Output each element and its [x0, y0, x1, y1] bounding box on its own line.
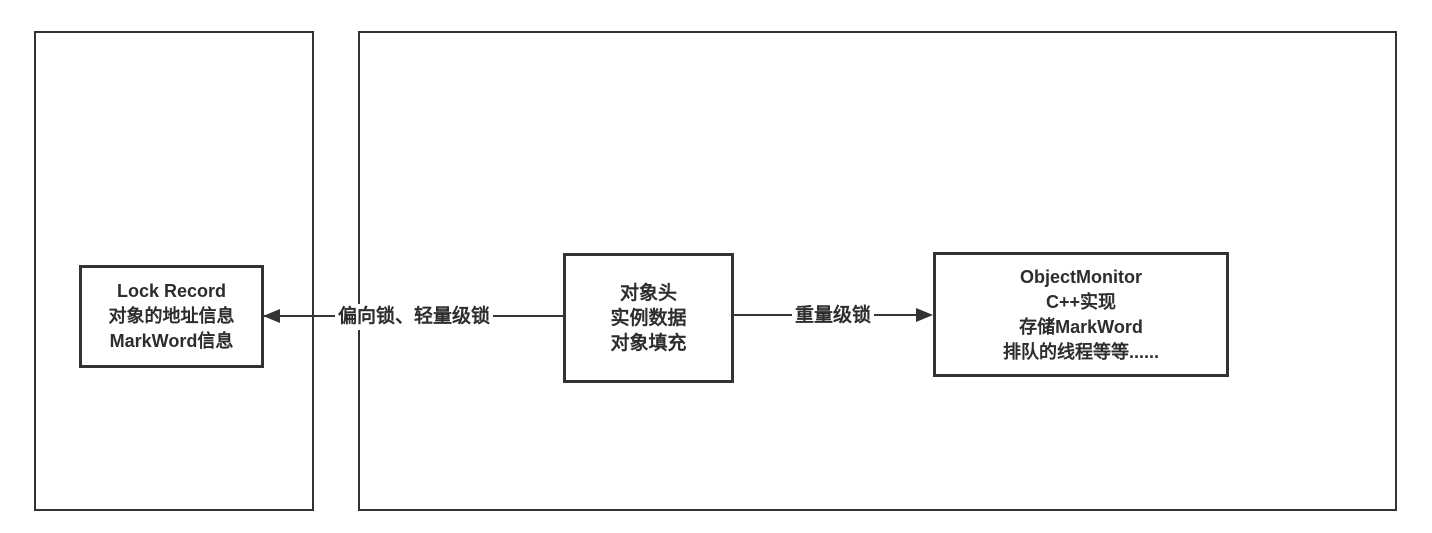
- right-container-box: [358, 31, 1397, 511]
- node-object-header: 对象头 实例数据 对象填充: [563, 253, 734, 383]
- node-lock-record-line-2: 对象的地址信息: [108, 306, 235, 326]
- edge-label-biased-lightweight: 偏向锁、轻量级锁: [334, 304, 494, 330]
- node-object-monitor-line-3: 存储MarkWord: [1019, 316, 1143, 337]
- arrowhead-right-icon: [916, 308, 933, 322]
- arrowhead-left-icon: [263, 309, 280, 323]
- node-object-header-line-3: 对象填充: [610, 332, 687, 354]
- edge-label-heavyweight: 重量级锁: [791, 303, 875, 329]
- left-container-box: [34, 31, 314, 511]
- node-object-header-line-2: 实例数据: [610, 307, 687, 329]
- node-object-monitor-line-4: 排队的线程等等......: [1002, 341, 1159, 362]
- node-object-monitor: ObjectMonitor C++实现 存储MarkWord 排队的线程等等..…: [933, 252, 1229, 377]
- node-object-monitor-line-1: ObjectMonitor: [1020, 266, 1142, 287]
- node-object-monitor-line-2: C++实现: [1045, 291, 1117, 312]
- node-lock-record: Lock Record 对象的地址信息 MarkWord信息: [79, 265, 264, 368]
- node-object-header-line-1: 对象头: [619, 282, 677, 304]
- node-lock-record-line-1: Lock Record: [116, 281, 227, 301]
- node-lock-record-line-3: MarkWord信息: [109, 331, 234, 351]
